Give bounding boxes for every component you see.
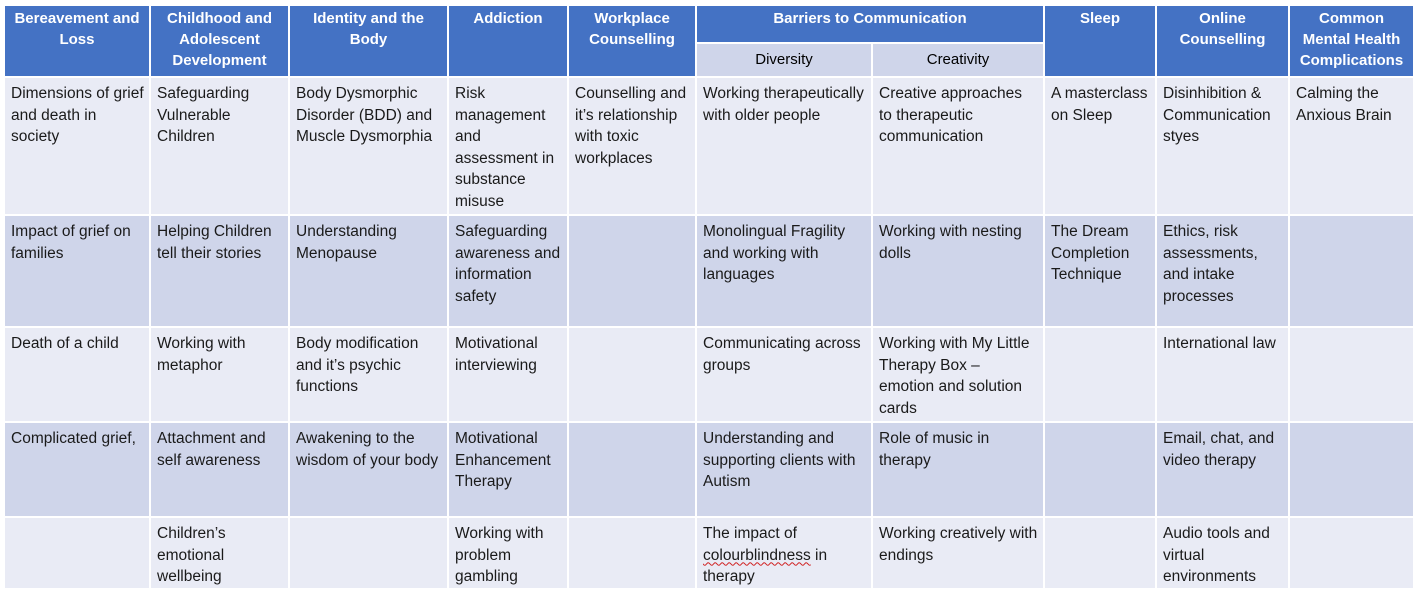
table-cell: Attachment and self awareness bbox=[149, 421, 290, 518]
cell-text-part: in therapy bbox=[703, 546, 828, 586]
table-cell: Awakening to the wisdom of your body bbox=[288, 421, 449, 518]
header-addiction: Addiction bbox=[447, 4, 569, 78]
table-cell: Body Dysmorphic Disorder (BDD) and Muscl… bbox=[288, 76, 449, 216]
table-cell: Dimensions of grief and death in society bbox=[3, 76, 151, 216]
table-cell: Monolingual Fragility and working with l… bbox=[695, 214, 873, 328]
table-cell-colourblindness: The impact of colourblindness in therapy bbox=[695, 516, 873, 590]
table-cell: Motivational Enhancement Therapy bbox=[447, 421, 569, 518]
table-cell: Creative approaches to therapeutic commu… bbox=[871, 76, 1045, 216]
table-cell: Motivational interviewing bbox=[447, 326, 569, 423]
table-cell: International law bbox=[1155, 326, 1290, 423]
table-cell bbox=[567, 421, 697, 518]
table-cell: Death of a child bbox=[3, 326, 151, 423]
spellcheck-flagged-word: colourblindness bbox=[703, 546, 811, 564]
table-cell bbox=[3, 516, 151, 590]
table-cell bbox=[288, 516, 449, 590]
table-cell bbox=[567, 516, 697, 590]
header-bereavement: Bereavement and Loss bbox=[3, 4, 151, 78]
table-cell: Understanding Menopause bbox=[288, 214, 449, 328]
curriculum-table: Bereavement and Loss Childhood and Adole… bbox=[3, 4, 1415, 590]
table-cell: Communicating across groups bbox=[695, 326, 873, 423]
subheader-row: Diversity Creativity bbox=[4, 42, 1414, 78]
table-cell: Children’s emotional wellbeing bbox=[149, 516, 290, 590]
table-cell: Email, chat, and video therapy bbox=[1155, 421, 1290, 518]
table-cell bbox=[1288, 214, 1415, 328]
table-cell: Working with nesting dolls bbox=[871, 214, 1045, 328]
table-row: Impact of grief on families Helping Chil… bbox=[3, 214, 1415, 328]
table-cell bbox=[567, 214, 697, 328]
cell-text-part: The impact of bbox=[703, 525, 797, 542]
header-sleep: Sleep bbox=[1043, 4, 1157, 78]
subheader-diversity: Diversity bbox=[695, 42, 873, 78]
table-row: Death of a child Working with metaphor B… bbox=[3, 326, 1415, 423]
table-cell: Impact of grief on families bbox=[3, 214, 151, 328]
table-cell: Working therapeutically with older peopl… bbox=[695, 76, 873, 216]
table-cell: Ethics, risk assessments, and intake pro… bbox=[1155, 214, 1290, 328]
header-identity: Identity and the Body bbox=[288, 4, 449, 78]
header-row: Bereavement and Loss Childhood and Adole… bbox=[3, 4, 1415, 78]
table-cell: Working with metaphor bbox=[149, 326, 290, 423]
table-cell: Calming the Anxious Brain bbox=[1288, 76, 1415, 216]
table-cell bbox=[567, 326, 697, 423]
subheader-creativity: Creativity bbox=[871, 42, 1045, 78]
table-cell: Body modification and it’s psychic funct… bbox=[288, 326, 449, 423]
table-cell bbox=[1288, 326, 1415, 423]
table-cell: A masterclass on Sleep bbox=[1043, 76, 1157, 216]
table-row: Complicated grief, Attachment and self a… bbox=[3, 421, 1415, 518]
table-cell: The Dream Completion Technique bbox=[1043, 214, 1157, 328]
table-cell: Disinhibition & Communication styes bbox=[1155, 76, 1290, 216]
table-cell bbox=[1043, 326, 1157, 423]
header-barriers: Barriers to Communication bbox=[695, 4, 1045, 44]
table-cell: Role of music in therapy bbox=[871, 421, 1045, 518]
table-cell: Working creatively with endings bbox=[871, 516, 1045, 590]
table-cell: Complicated grief, bbox=[3, 421, 151, 518]
table-cell bbox=[1043, 516, 1157, 590]
table-row: Dimensions of grief and death in society… bbox=[3, 76, 1415, 216]
header-online: Online Counselling bbox=[1155, 4, 1290, 78]
curriculum-table-container: Bereavement and Loss Childhood and Adole… bbox=[3, 4, 1415, 590]
table-cell bbox=[1043, 421, 1157, 518]
table-cell: Working with problem gambling bbox=[447, 516, 569, 590]
header-workplace: Workplace Counselling bbox=[567, 4, 697, 78]
table-cell: Safeguarding awareness and information s… bbox=[447, 214, 569, 328]
table-cell: Working with My Little Therapy Box – emo… bbox=[871, 326, 1045, 423]
header-childhood: Childhood and Adolescent Development bbox=[149, 4, 290, 78]
table-cell: Risk management and assessment in substa… bbox=[447, 76, 569, 216]
table-cell: Safeguarding Vulnerable Children bbox=[149, 76, 290, 216]
table-cell bbox=[1288, 516, 1415, 590]
table-cell: Audio tools and virtual environments bbox=[1155, 516, 1290, 590]
table-row: Children’s emotional wellbeing Working w… bbox=[3, 516, 1415, 590]
table-cell: Helping Children tell their stories bbox=[149, 214, 290, 328]
table-cell bbox=[1288, 421, 1415, 518]
table-cell: Counselling and it’s relationship with t… bbox=[567, 76, 697, 216]
table-cell: Understanding and supporting clients wit… bbox=[695, 421, 873, 518]
header-mental-health: Common Mental Health Complications bbox=[1288, 4, 1415, 78]
